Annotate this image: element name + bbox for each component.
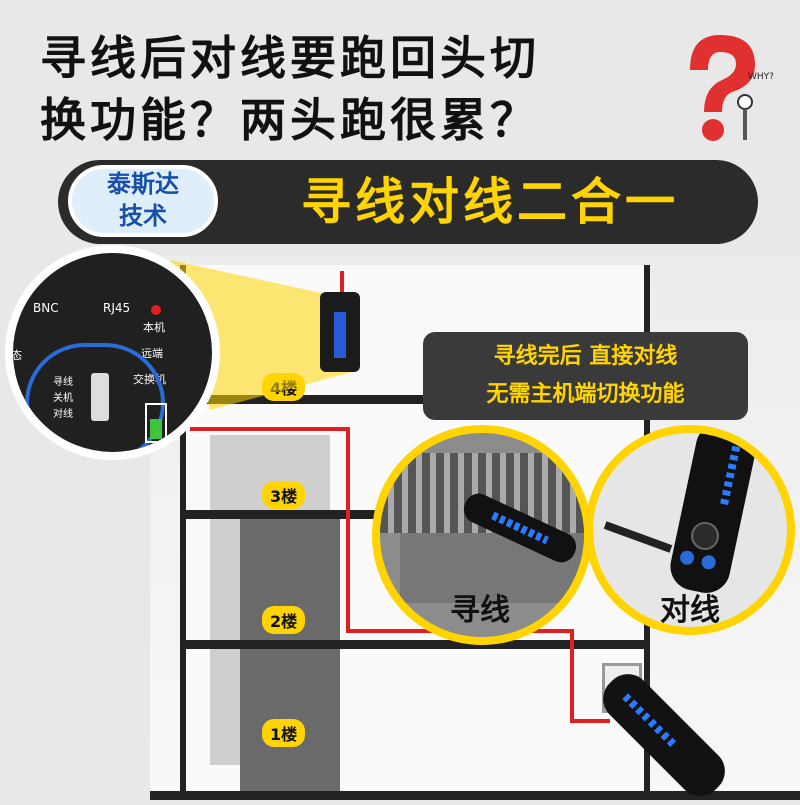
why-bubble: WHY? [748, 72, 774, 82]
callout-line-2: 无需主机端切换功能 [486, 382, 685, 407]
rj45-port-label: RJ45 [103, 301, 131, 315]
floor-label-1: 1楼 [262, 719, 306, 747]
battery-icon [145, 403, 167, 443]
mode-off: 关机 [53, 393, 73, 404]
mode-switch[interactable] [91, 373, 109, 421]
brand-pill [68, 165, 218, 237]
mode-test: 对线 [53, 409, 73, 420]
tester-remote-icon [665, 433, 761, 598]
brand-line-1: 泰斯达 [107, 170, 179, 198]
brand-line-2: 技术 [119, 202, 167, 230]
led-label-remote: 远端 [141, 347, 163, 360]
question-mark-icon: WHY? [660, 30, 780, 150]
test-label: 对线 [660, 593, 720, 628]
cable-icon [603, 521, 673, 553]
mode-switch-labels: 寻线 关机 对线 [53, 375, 73, 423]
mode-trace: 寻线 [53, 377, 73, 388]
floor-slab-1 [150, 791, 800, 800]
bnc-port-label: BNC [33, 301, 59, 315]
headline-line-1: 寻线后对线要跑回头切 [40, 31, 540, 85]
tester-main-unit [320, 292, 360, 372]
trace-label: 寻线 [450, 593, 510, 628]
callout-line-1: 寻线完后 直接对线 [493, 344, 678, 369]
test-zoom-circle [585, 425, 795, 635]
floor-label-3: 3楼 [262, 481, 306, 509]
feature-callout: 寻线完后 直接对线 无需主机端切换功能 [423, 332, 748, 420]
device-panel-zoom: BNC RJ45 本机 远端 交换机 态 寻线 关机 对线 [5, 245, 220, 460]
headline-line-2: 换功能？两头跑很累？ [40, 93, 540, 147]
brand-logo: 泰斯达 技术 [68, 168, 218, 232]
floor-slab-4 [180, 395, 650, 404]
floor-slab-2 [180, 640, 650, 649]
led-local-icon [151, 305, 161, 315]
banner-title: 寻线对线二合一 [301, 173, 679, 231]
floor-label-2: 2楼 [262, 606, 306, 634]
led-label-local: 本机 [143, 321, 165, 334]
status-label: 态 [11, 349, 22, 362]
